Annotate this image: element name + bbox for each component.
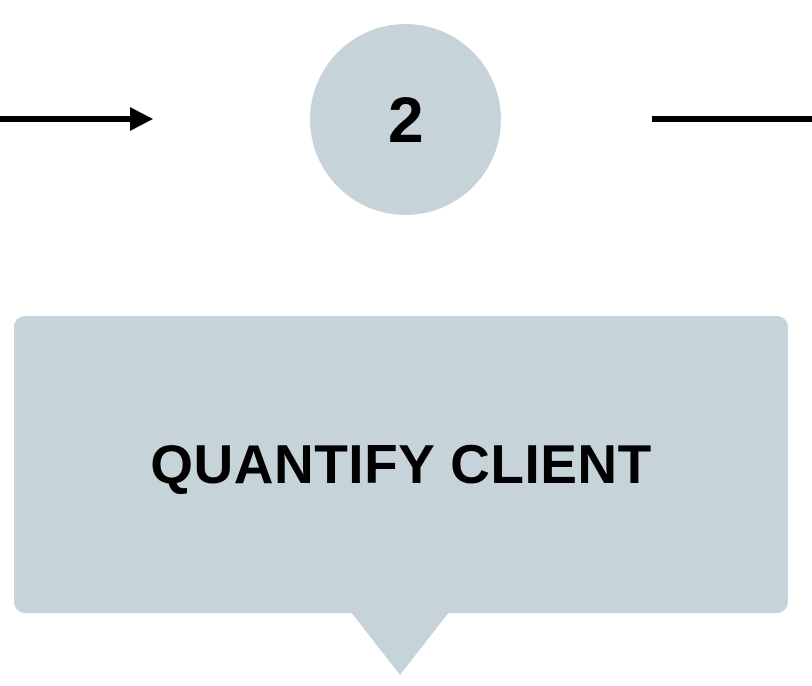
incoming-connector-line [0, 116, 135, 122]
outgoing-connector-line [652, 116, 812, 122]
arrow-right-icon [130, 107, 153, 131]
step-number-label: 2 [387, 83, 424, 156]
step-callout-banner: QUANTIFY CLIENT [14, 316, 788, 613]
step-number-badge: 2 [310, 24, 501, 215]
callout-pointer-icon [350, 611, 450, 675]
step-callout-label: QUANTIFY CLIENT [150, 433, 652, 495]
